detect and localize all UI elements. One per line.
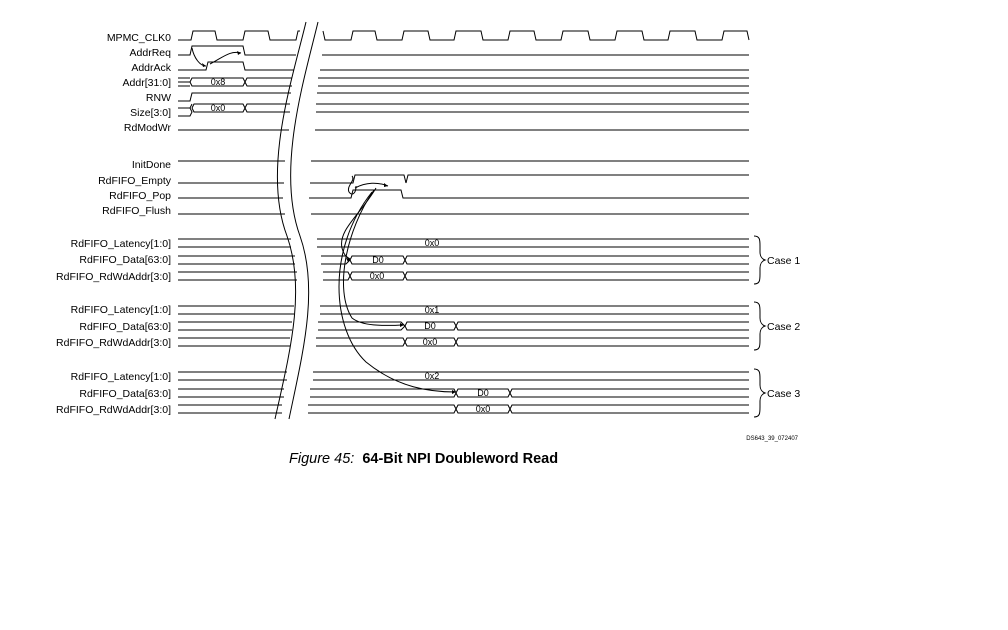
data-case1-value: D0 xyxy=(372,255,384,265)
latency-case1-value: 0x0 xyxy=(425,238,440,248)
label-data-case1: RdFIFO_Data[63:0] xyxy=(79,254,171,266)
arrow-pop-to-case3 xyxy=(338,191,457,393)
label-data-case2: RdFIFO_Data[63:0] xyxy=(79,321,171,333)
arrowhead-pop xyxy=(384,183,388,187)
wave-latency-case1 xyxy=(178,238,749,248)
wave-size xyxy=(178,103,749,117)
addr-value: 0x8 xyxy=(211,77,226,87)
label-rdwdaddr-case2: RdFIFO_RdWdAddr[3:0] xyxy=(56,337,171,349)
arrow-pop-to-case2 xyxy=(342,189,405,326)
wave-latency-case2 xyxy=(178,305,749,315)
arrowheads-cases xyxy=(346,258,456,394)
wave-data-case3 xyxy=(178,388,749,398)
wave-rnw xyxy=(178,92,749,102)
signal-labels: MPMC_CLK0 AddrReq AddrAck Addr[31:0] RNW… xyxy=(56,32,172,416)
wave-addrreq xyxy=(178,45,749,56)
data-case3-value: D0 xyxy=(477,388,489,398)
rdwdaddr-case1-value: 0x0 xyxy=(370,271,385,281)
doc-id: DS643_39_072407 xyxy=(746,436,798,442)
time-break-right xyxy=(288,21,319,420)
wave-rdfifo-empty xyxy=(178,174,749,184)
wave-addr xyxy=(178,77,749,87)
label-rdfifo-empty: RdFIFO_Empty xyxy=(98,175,172,187)
label-data-case3: RdFIFO_Data[63:0] xyxy=(79,388,171,400)
case3-label: Case 3 xyxy=(767,388,800,400)
rdwdaddr-case2-value: 0x0 xyxy=(423,337,438,347)
label-rdmodwr: RdModWr xyxy=(124,122,172,134)
waveforms: 0x8 0x0 0x0 D0 0x0 0x1 D0 0x0 xyxy=(178,21,750,420)
wave-latency-case3 xyxy=(178,371,749,381)
brace-case1 xyxy=(753,235,767,285)
label-initdone: InitDone xyxy=(132,159,171,171)
arrow-empty-pop xyxy=(347,175,357,195)
wave-mpmc-clk0 xyxy=(178,30,750,41)
latency-case3-value: 0x2 xyxy=(425,371,440,381)
label-latency-case3: RdFIFO_Latency[1:0] xyxy=(71,371,171,383)
rdwdaddr-case3-value: 0x0 xyxy=(476,404,491,414)
label-size: Size[3:0] xyxy=(130,107,171,119)
label-rdfifo-pop: RdFIFO_Pop xyxy=(109,190,171,202)
label-rdwdaddr-case3: RdFIFO_RdWdAddr[3:0] xyxy=(56,404,171,416)
timing-diagram: MPMC_CLK0 AddrReq AddrAck Addr[31:0] RNW… xyxy=(56,21,800,442)
arrow-pop-to-empty xyxy=(354,182,389,189)
time-break-left xyxy=(274,21,307,420)
arrow-pop-to-case1 xyxy=(341,187,377,260)
wave-rdwdaddr-case3 xyxy=(178,404,749,414)
label-addrack: AddrAck xyxy=(131,62,171,74)
label-rnw: RNW xyxy=(146,92,171,104)
label-rdfifo-flush: RdFIFO_Flush xyxy=(102,205,171,217)
figure-caption: Figure 45: 64-Bit NPI Doubleword Read xyxy=(289,451,558,467)
wave-rdwdaddr-case1 xyxy=(178,271,749,281)
wave-rdfifo-pop xyxy=(178,189,749,199)
size-value: 0x0 xyxy=(211,103,226,113)
label-mpmc-clk0: MPMC_CLK0 xyxy=(107,32,171,44)
label-latency-case2: RdFIFO_Latency[1:0] xyxy=(71,304,171,316)
wave-rdwdaddr-case2 xyxy=(178,337,749,347)
case-braces: Case 1 Case 2 Case 3 xyxy=(753,235,800,418)
data-case2-value: D0 xyxy=(424,321,436,331)
brace-case2 xyxy=(753,301,767,351)
label-addrreq: AddrReq xyxy=(130,47,172,59)
label-addr: Addr[31:0] xyxy=(123,77,172,89)
arrow-addrreq-to-addrack xyxy=(191,47,207,67)
wave-data-case2 xyxy=(178,321,749,331)
label-latency-case1: RdFIFO_Latency[1:0] xyxy=(71,238,171,250)
label-rdwdaddr-case1: RdFIFO_RdWdAddr[3:0] xyxy=(56,271,171,283)
wave-addrack xyxy=(178,61,749,71)
brace-case3 xyxy=(753,368,767,418)
figure-title: 64-Bit NPI Doubleword Read xyxy=(362,451,559,467)
case2-label: Case 2 xyxy=(767,321,800,333)
figure-number: Figure 45: xyxy=(289,451,355,467)
case1-label: Case 1 xyxy=(767,255,800,267)
wave-data-case1 xyxy=(178,255,749,265)
latency-case2-value: 0x1 xyxy=(425,305,440,315)
